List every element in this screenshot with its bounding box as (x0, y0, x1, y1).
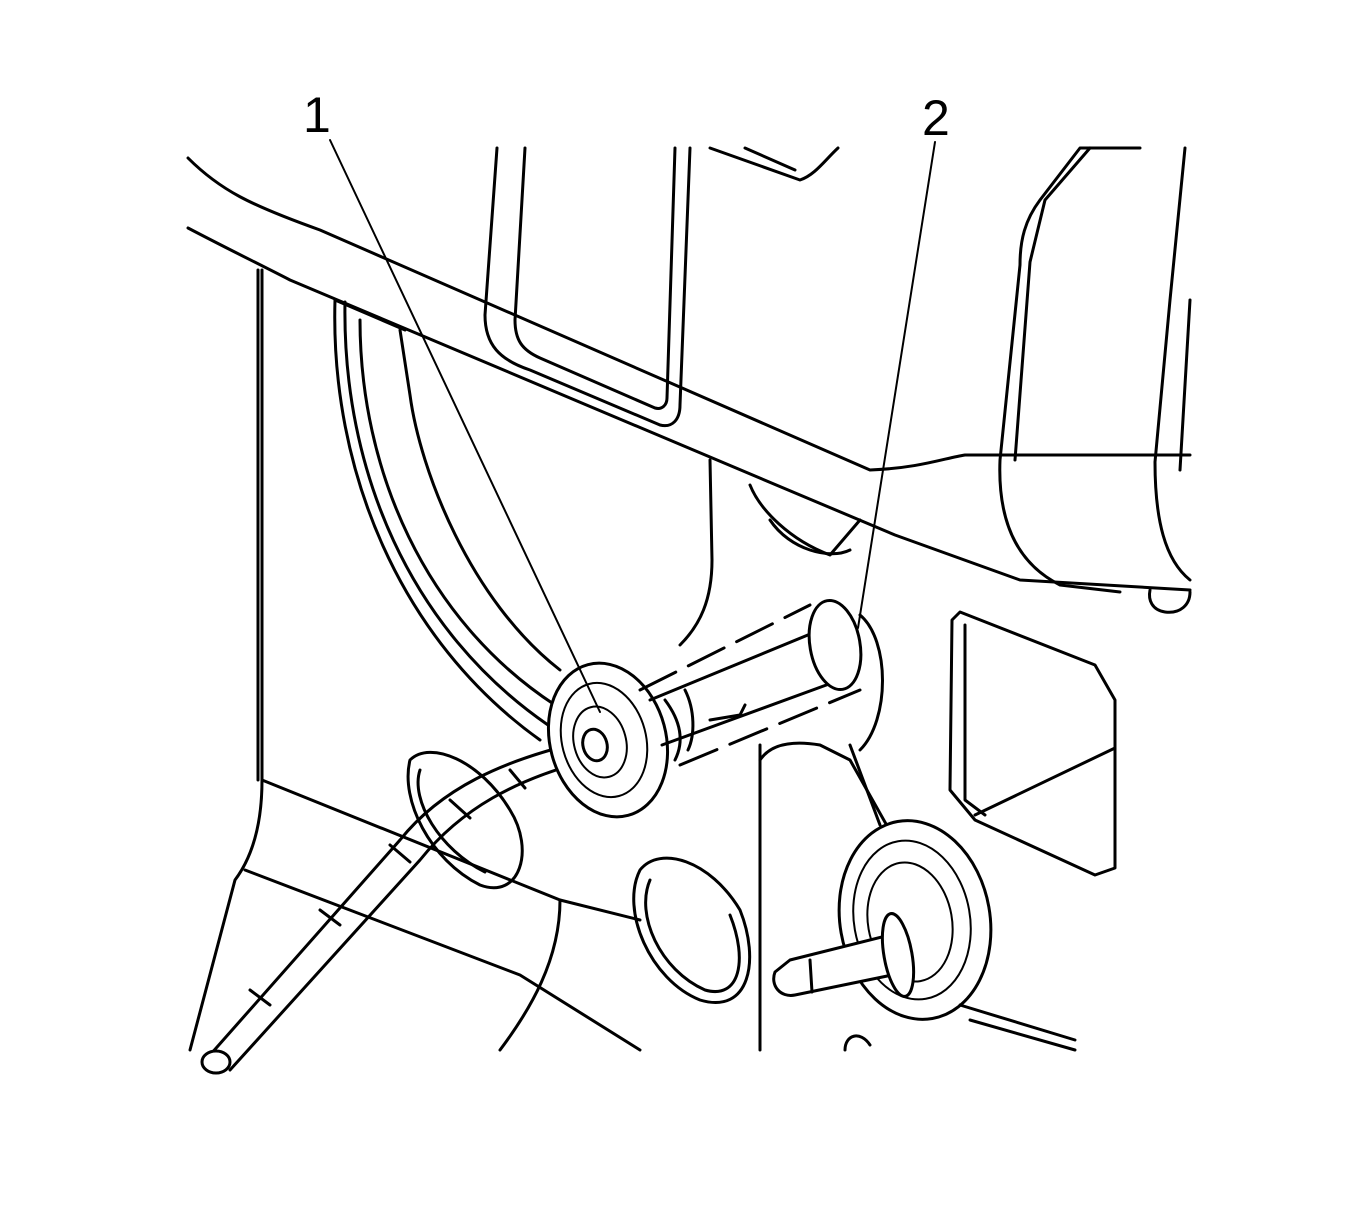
left-pillar (188, 268, 264, 1052)
lower-panel (243, 458, 862, 1052)
panel-slots (483, 146, 840, 428)
oval-hole-center (632, 856, 752, 1004)
leader-line-2 (857, 141, 936, 629)
grommet-2 (758, 741, 1077, 1052)
callout-2-label: 2 (922, 90, 950, 146)
oval-hole-left (406, 750, 524, 889)
callout-1-label: 1 (303, 87, 331, 143)
right-pillar (998, 146, 1192, 614)
grommet-1 (546, 628, 842, 819)
dashed-path (638, 598, 884, 767)
leader-line-1 (329, 139, 601, 713)
upper-panel (186, 156, 1192, 592)
leader-lines (329, 139, 936, 713)
curved-channel (333, 298, 562, 742)
side-box (948, 610, 1117, 877)
